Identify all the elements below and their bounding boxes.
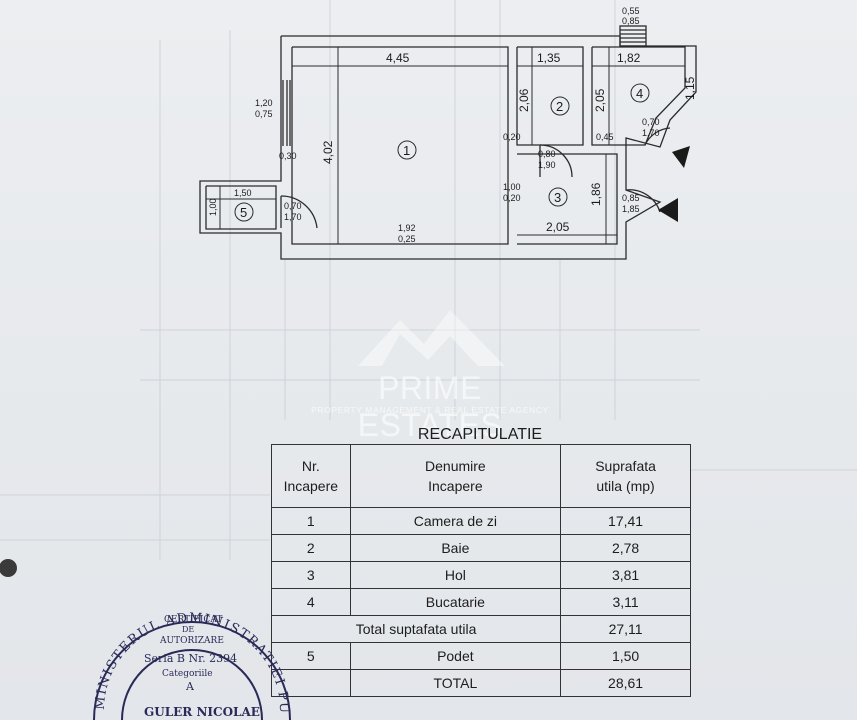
entry-arrow-upper	[672, 146, 690, 168]
dim-room4-width: 1,82	[617, 51, 641, 65]
dim-door4-2: 1,70	[642, 128, 660, 138]
dim-room4-side: 1,15	[683, 76, 697, 100]
dim-stair-2: 0,85	[622, 16, 640, 26]
dim-room1-width: 4,45	[386, 51, 410, 65]
dim-room4-depth: 2,05	[593, 88, 607, 112]
room-number-4: 4	[636, 86, 643, 101]
dim-entry-door-1: 0,85	[622, 193, 640, 203]
dim-door2-1: 0,80	[538, 149, 556, 159]
dim-room1-bottom-1: 1,92	[398, 223, 416, 233]
watermark-subtitle: PROPERTY MANAGEMENT & REAL ESTATE AGENCY	[311, 405, 549, 415]
subtotal-row: Total suptafata utila 27,11	[270, 615, 691, 643]
stamp-categ: Categoriile	[162, 669, 213, 679]
room-number-2: 2	[556, 99, 563, 114]
dim-hol-opening-1: 1,00	[503, 182, 521, 192]
watermark-title: PRIME ESTATES	[357, 370, 503, 443]
stamp-serie: Seria B Nr. 2394	[144, 652, 237, 665]
stamp-line-2: DE	[182, 625, 194, 634]
dim-balcony-door-2: 1,70	[284, 212, 302, 222]
dim-door2-gap: 0,20	[503, 132, 521, 142]
watermark-logo	[358, 310, 505, 366]
subtotal-value: 27,11	[560, 615, 691, 643]
dim-balcony-width: 1,50	[234, 188, 252, 198]
dim-room1-bottom-2: 0,25	[398, 234, 416, 244]
dim-room2-width: 1,35	[537, 51, 561, 65]
dim-door4-1: 0,70	[642, 117, 660, 127]
room-number-3: 3	[554, 190, 561, 205]
dim-window-2: 0,75	[255, 109, 273, 119]
dim-hol-depth: 1,86	[589, 182, 603, 206]
dim-wall-030: 0,30	[279, 151, 297, 161]
dim-balcony-depth: 1,00	[208, 198, 218, 216]
total-label: TOTAL	[349, 669, 562, 697]
dim-room1-depth: 4,02	[321, 140, 335, 164]
punch-hole	[0, 559, 17, 577]
recap-title: RECAPITULATIE	[417, 426, 543, 443]
dim-room2-depth: 2,06	[517, 88, 531, 112]
outer-wall	[199, 35, 697, 260]
dim-door4-gap: 0,45	[596, 132, 614, 142]
dim-hol-width: 2,05	[546, 220, 570, 234]
stamp-name: GULER NICOLAE	[144, 705, 260, 719]
room-number-1: 1	[403, 143, 410, 158]
dim-entry-door-2: 1,85	[622, 204, 640, 214]
stamp-line-1: CERTIFICAT	[164, 615, 222, 625]
stamp-categ-value: A	[185, 680, 195, 693]
dim-stair-1: 0,55	[622, 6, 640, 16]
room-number-5: 5	[240, 205, 247, 220]
entry-arrow-lower	[658, 198, 678, 222]
dim-balcony-door-1: 0,70	[284, 201, 302, 211]
stamp-line-3: AUTORIZARE	[159, 636, 224, 646]
total-value: 28,61	[560, 669, 691, 697]
dim-hol-opening-2: 0,20	[503, 193, 521, 203]
dim-window-1: 1,20	[255, 98, 273, 108]
dim-door2-2: 1,90	[538, 160, 556, 170]
header-nr: Nr.Incapere	[271, 444, 351, 508]
floor-plan: 0,55 0,85 4,45 1,35 1,82 1,15 1,20 0,75 …	[199, 6, 697, 260]
total-row: TOTAL 28,61	[271, 669, 691, 697]
subtotal-label: Total suptafata utila	[270, 615, 562, 643]
authorization-stamp: MINISTERUL ADMINISTRATIEI PUBLICE CERTIF…	[86, 570, 291, 720]
room1-wall	[291, 46, 509, 245]
